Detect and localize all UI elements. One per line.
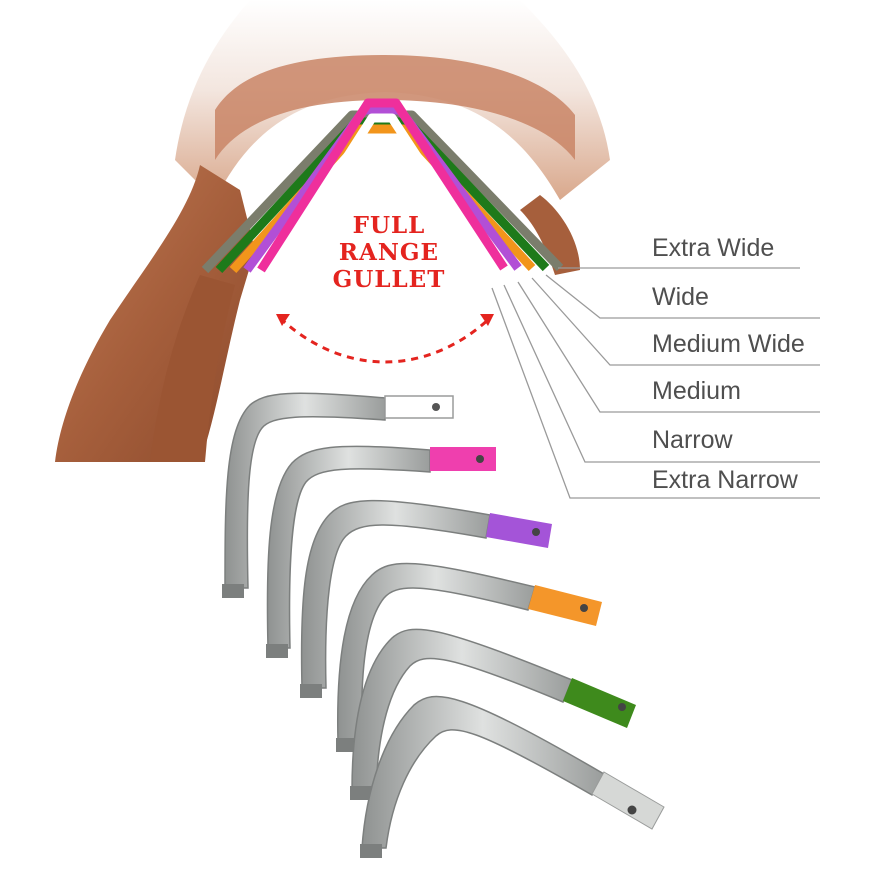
saddle-seat xyxy=(175,0,610,200)
gullet-bar-narrow xyxy=(266,445,496,658)
size-label-extra-wide: Extra Wide xyxy=(652,234,775,262)
full-range-gullet-title: FULL RANGE GULLET xyxy=(318,212,460,293)
size-label-medium-wide: Medium Wide xyxy=(652,330,805,358)
gullet-bar-wide xyxy=(350,628,636,800)
arrow-head-right xyxy=(480,314,494,326)
size-label-medium: Medium xyxy=(652,377,741,405)
gullet-bar-extra-wide xyxy=(360,695,665,858)
saddle-left-panel xyxy=(150,275,235,462)
saddle-right-flap xyxy=(520,195,580,275)
size-leader-lines xyxy=(491,267,820,499)
saddle-pommel xyxy=(215,55,575,160)
saddle-image xyxy=(55,0,610,462)
gullet-bar-extra-narrow xyxy=(222,392,454,598)
arch-medium xyxy=(243,105,522,273)
range-arrow xyxy=(276,314,494,364)
arrow-head-left xyxy=(276,314,290,326)
arch-narrow xyxy=(257,98,508,273)
title-line-2: RANGE xyxy=(338,239,440,266)
size-label-narrow: Narrow xyxy=(652,426,733,454)
gullet-arches xyxy=(201,98,564,274)
gullet-bars xyxy=(222,392,665,858)
arch-extra-narrow xyxy=(271,113,494,273)
size-label-wide: Wide xyxy=(652,283,709,311)
title-line-3: GULLET xyxy=(332,266,446,293)
size-label-extra-narrow: Extra Narrow xyxy=(652,466,798,494)
title-line-1: FULL xyxy=(352,212,426,239)
gullet-bar-medium xyxy=(300,499,552,698)
